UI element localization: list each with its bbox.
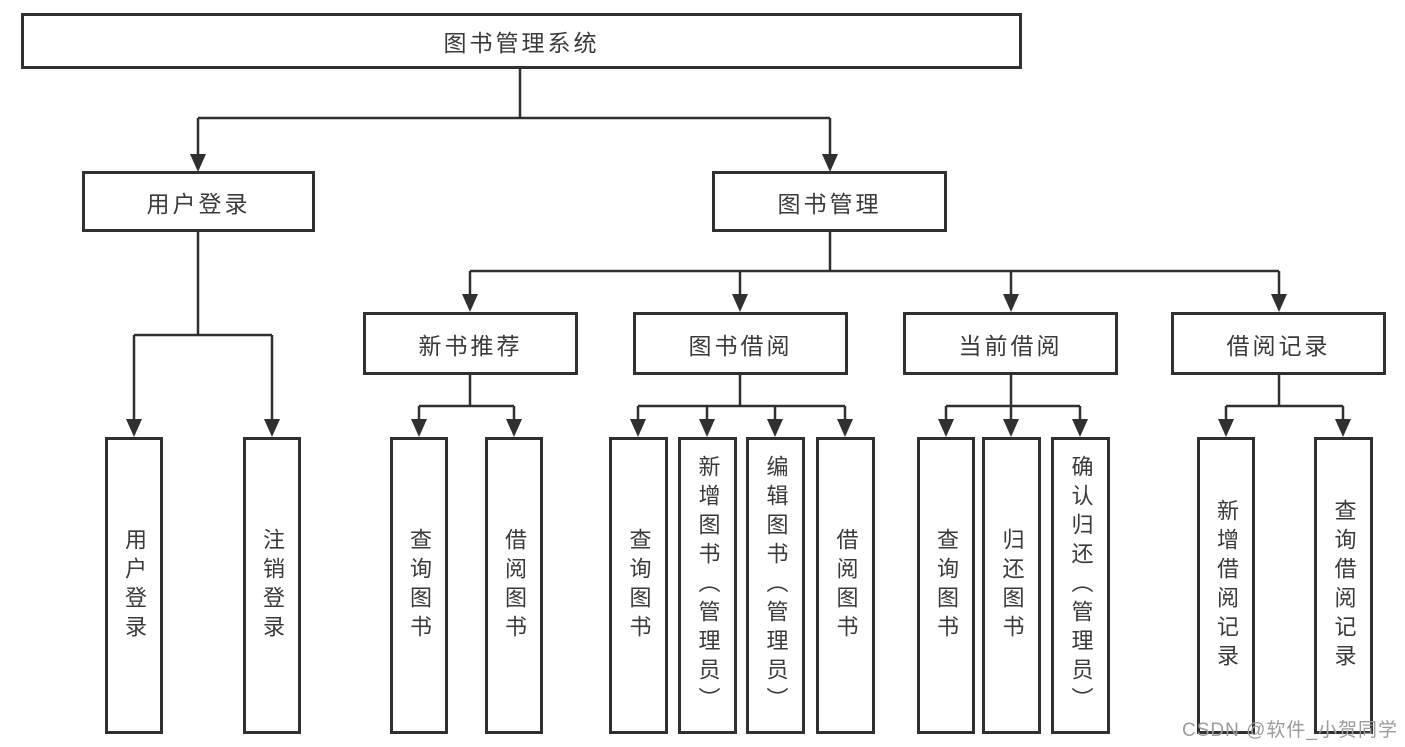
- leaf-confirm-return-admin: 确认归还（管理员）: [1051, 437, 1110, 734]
- node-book-borrowing: 图书借阅: [633, 312, 848, 375]
- leaf-borrow-books-recommend: 借阅图书: [485, 437, 543, 734]
- connector-new-book-recommend-arrowheads: [411, 419, 522, 437]
- connector-new-book-recommend-children: [417, 375, 516, 421]
- connector-current-borrowing-arrowheads: [938, 419, 1088, 437]
- connector-user-login-arrowheads: [126, 419, 280, 437]
- leaf-logout-login: 注销登录: [243, 437, 301, 734]
- leaf-user-login: 用户登录: [105, 437, 163, 734]
- node-user-login: 用户登录: [82, 171, 315, 232]
- leaf-query-books-recommend: 查询图书: [390, 437, 448, 734]
- leaf-borrow-books: 借阅图书: [816, 437, 875, 734]
- node-current-borrowing: 当前借阅: [903, 312, 1118, 375]
- connector-root-to-level2: [196, 68, 832, 156]
- leaf-edit-books-admin: 编辑图书（管理员）: [746, 437, 805, 734]
- node-book-management: 图书管理: [712, 171, 947, 232]
- leaf-return-books: 归还图书: [982, 437, 1041, 734]
- leaf-query-books-current: 查询图书: [917, 437, 975, 734]
- connector-borrow-records-arrowheads: [1218, 419, 1351, 437]
- connector-user-login-children: [132, 232, 274, 421]
- node-root: 图书管理系统: [21, 13, 1022, 69]
- connector-borrow-records-children: [1224, 375, 1345, 421]
- node-borrow-records: 借阅记录: [1171, 312, 1386, 375]
- connector-book-borrowing-arrowheads: [630, 419, 853, 437]
- connector-book-management-arrowheads: [462, 294, 1287, 312]
- node-new-book-recommend: 新书推荐: [363, 312, 578, 375]
- leaf-add-books-admin: 新增图书（管理员）: [678, 437, 737, 734]
- connector-root-arrowheads: [190, 154, 838, 172]
- connector-book-borrowing-children: [636, 375, 847, 421]
- csdn-watermark: CSDN @软件_小贺同学: [1182, 720, 1398, 741]
- leaf-query-borrow-record: 查询借阅记录: [1314, 437, 1373, 734]
- leaf-add-borrow-record: 新增借阅记录: [1197, 437, 1255, 734]
- connector-book-management-children: [468, 232, 1281, 296]
- leaf-query-books-borrowing: 查询图书: [609, 437, 668, 734]
- connector-current-borrowing-children: [944, 375, 1082, 421]
